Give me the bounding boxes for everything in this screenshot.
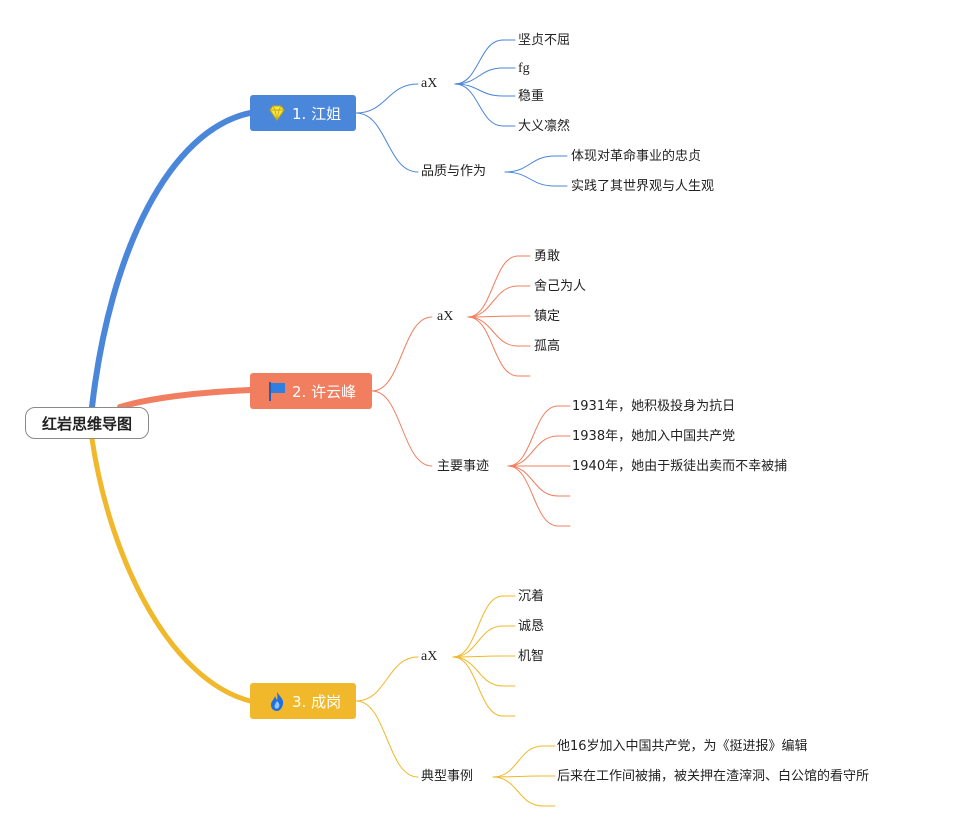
leaf-link [454,39,504,85]
group-label[interactable]: aX [437,309,454,324]
leaf-label[interactable]: fg [518,61,530,76]
group-label[interactable]: 典型事例 [421,769,474,784]
root-link [117,387,253,410]
leaf-label[interactable]: 镇定 [534,309,561,324]
leaf-link [507,435,559,467]
leaf-link [467,285,519,318]
group-link [355,83,419,114]
leaf-label[interactable]: 后来在工作间被捕，被关押在渣滓洞、白公馆的看守所 [557,769,870,784]
root-link [89,110,253,410]
group-link [355,700,419,778]
group-link [371,316,433,392]
leaf-link [452,656,504,687]
group-label[interactable]: 主要事迹 [437,459,490,474]
root-link [89,436,253,704]
leaf-label[interactable]: 稳重 [518,89,545,104]
root-node[interactable]: 红岩思维导图 [25,407,149,439]
leaf-link [507,465,559,527]
group-link [371,390,433,467]
leaf-label[interactable]: 诚恳 [518,619,545,634]
group-label[interactable]: aX [421,76,438,91]
branch-label: 2. 许云峰 [292,382,357,401]
leaf-link [467,255,519,318]
branch-node-xuyunfeng[interactable]: 2. 许云峰 [250,373,372,409]
leaf-label[interactable]: 1938年，她加入中国共产党 [572,429,736,444]
group-link [355,112,419,173]
leaf-link [492,745,544,778]
leaf-link [507,405,559,467]
leaf-label[interactable]: 坚贞不屈 [518,33,571,48]
leaf-link [452,625,504,658]
leaf-link [454,83,504,127]
root-node-label: 红岩思维导图 [41,414,132,433]
leaf-link [504,155,556,173]
leaf-label[interactable]: 实践了其世界观与人生观 [571,179,715,194]
group-link [355,656,419,702]
leaf-link [492,776,544,807]
leaf-label[interactable]: 孤高 [534,339,561,354]
branch-label: 1. 江姐 [292,104,342,123]
leaf-link [504,171,556,187]
group-label[interactable]: aX [421,649,438,664]
fire-icon [266,690,288,712]
leaf-label[interactable]: 沉着 [518,589,545,604]
leaf-link [467,316,519,377]
diamond-icon [266,102,288,124]
leaf-link [492,775,544,778]
leaf-label[interactable]: 大义凛然 [518,119,571,134]
leaf-link [507,465,559,497]
leaf-label[interactable]: 他16岁加入中国共产党，为《挺进报》编辑 [557,739,808,754]
leaf-label[interactable]: 舍己为人 [534,279,587,294]
leaf-link [467,315,519,318]
leaf-label[interactable]: 1931年，她积极投身为抗日 [572,399,736,414]
leaf-link [452,656,504,717]
leaf-label[interactable]: 1940年，她由于叛徒出卖而不幸被捕 [572,459,788,474]
branch-label: 3. 成岗 [292,692,342,711]
leaf-label[interactable]: 机智 [518,649,545,664]
leaf-label[interactable]: 体现对革命事业的忠贞 [571,149,702,164]
group-label[interactable]: 品质与作为 [421,164,487,179]
leaf-link [452,595,504,658]
leaf-link [454,67,504,85]
leaf-link [452,655,504,658]
leaf-label[interactable]: 勇敢 [534,249,561,264]
flag-icon [266,380,288,402]
leaf-link [467,316,519,347]
branch-node-chenggang[interactable]: 3. 成岗 [250,683,356,719]
branch-node-jiangjie[interactable]: 1. 江姐 [250,95,356,131]
